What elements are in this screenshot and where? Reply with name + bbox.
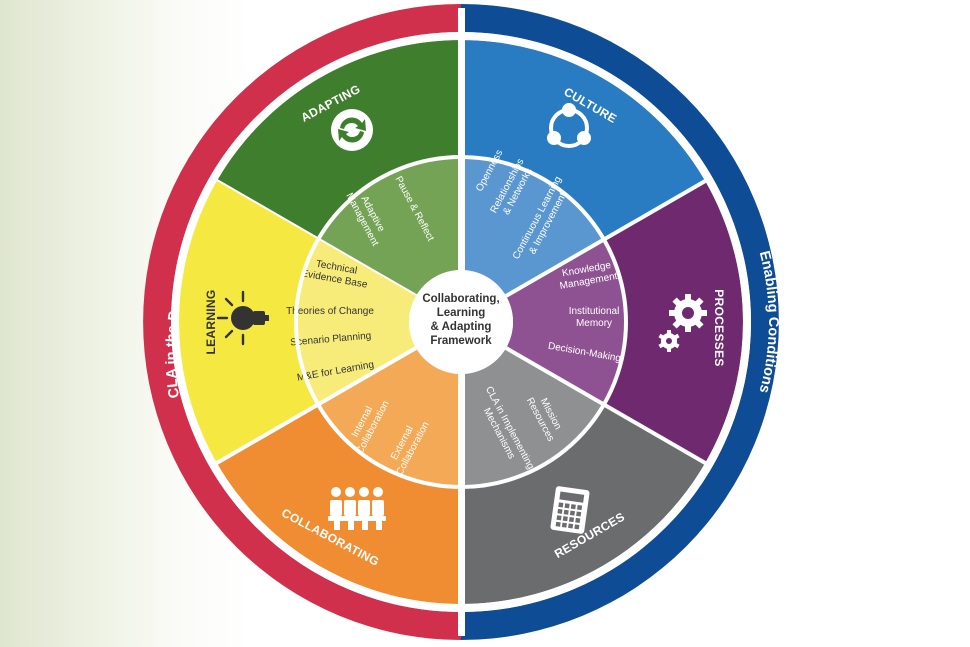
inner-segment-resources: [461, 348, 604, 487]
circular-nodes-icon: [547, 103, 591, 148]
calculator-icon: [550, 486, 590, 534]
people-group-icon: [328, 487, 386, 530]
arrows-cycle-icon: [331, 109, 373, 151]
inner-segment-collaborating: [318, 348, 461, 487]
gears-icon: [658, 294, 707, 352]
inner-label-learning-1: Theories of Change: [286, 306, 374, 317]
inner-segment-culture: [461, 157, 604, 296]
lightbulb-icon: [216, 290, 269, 346]
center-hub: [409, 270, 513, 374]
segment-label-processes: PROCESSES: [712, 289, 726, 366]
segment-processes: [603, 181, 743, 463]
segment-label-learning: LEARNING: [204, 289, 218, 354]
inner-segment-adapting: [318, 157, 461, 296]
